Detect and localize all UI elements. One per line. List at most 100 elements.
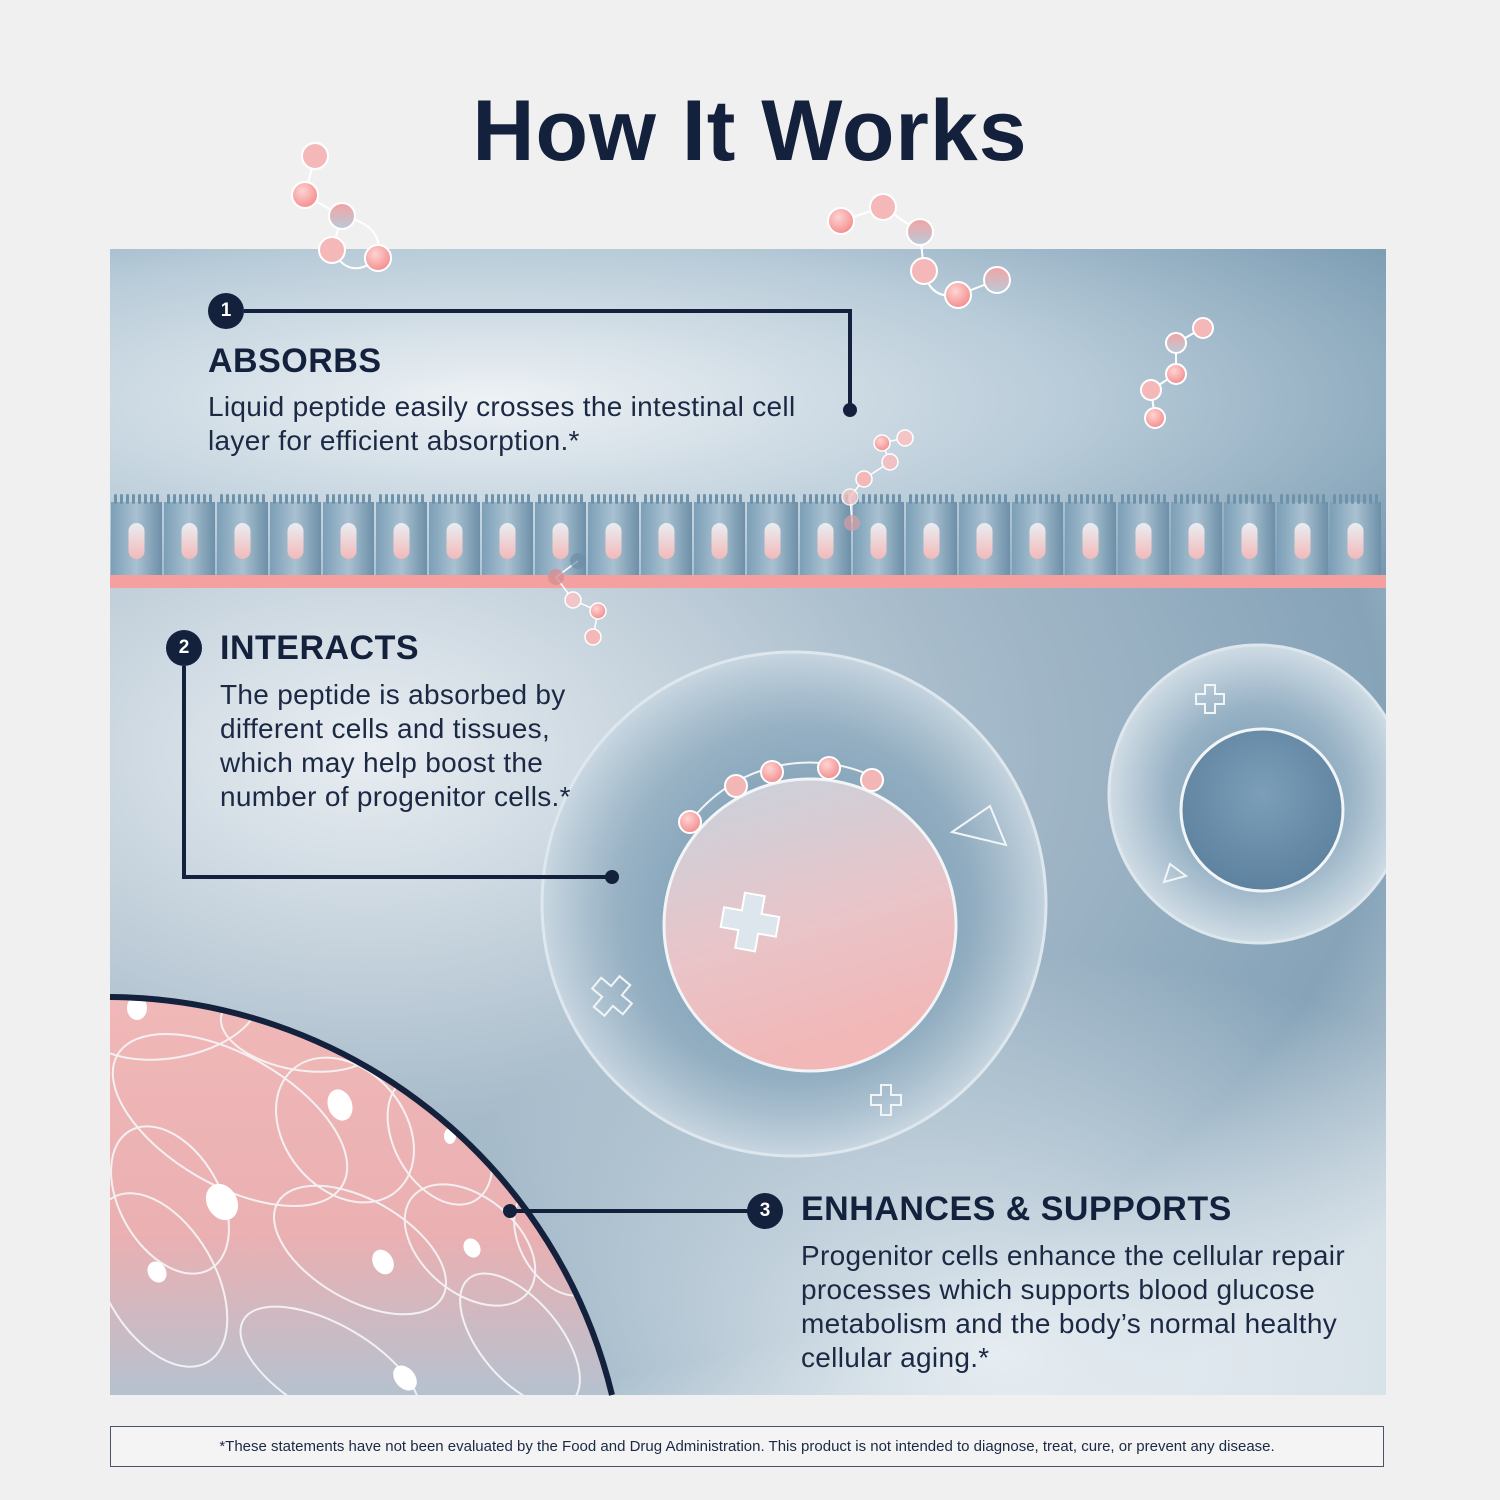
microvillus xyxy=(1039,494,1042,504)
microvillus xyxy=(915,494,918,504)
microvillus xyxy=(650,494,653,504)
microvillus xyxy=(933,494,936,504)
step-3-heading: ENHANCES & SUPPORTS xyxy=(801,1190,1232,1228)
microvillus xyxy=(809,494,812,504)
microvillus xyxy=(315,494,318,504)
microvillus xyxy=(1233,494,1236,504)
microvillus xyxy=(250,494,253,504)
microvillus xyxy=(1322,494,1325,504)
microvillus xyxy=(1068,494,1071,504)
cell-nucleus xyxy=(499,523,516,559)
microvillus xyxy=(350,494,353,504)
microvillus xyxy=(238,494,241,504)
microvillus xyxy=(421,494,424,504)
step-1-description: Liquid peptide easily crosses the intest… xyxy=(208,391,796,456)
microvillus xyxy=(1204,494,1207,504)
microvillus xyxy=(662,494,665,504)
microvillus xyxy=(780,494,783,504)
microvillus xyxy=(167,494,170,504)
microvillus xyxy=(1245,494,1248,504)
microvillus xyxy=(821,494,824,504)
microvillus xyxy=(138,494,141,504)
microvillus xyxy=(114,494,117,504)
microvillus xyxy=(1310,494,1313,504)
cell-nucleus xyxy=(976,523,993,559)
microvillus xyxy=(509,494,512,504)
microvillus xyxy=(927,494,930,504)
microvillus xyxy=(285,494,288,504)
microvillus xyxy=(185,494,188,504)
microvillus xyxy=(544,494,547,504)
microvillus xyxy=(344,494,347,504)
microvillus xyxy=(297,494,300,504)
microvillus xyxy=(550,494,553,504)
microvillus xyxy=(1251,494,1254,504)
microvillus xyxy=(756,494,759,504)
cell-nucleus xyxy=(128,523,145,559)
microvillus xyxy=(1263,494,1266,504)
microvillus xyxy=(1298,494,1301,504)
cell-nucleus xyxy=(1188,523,1205,559)
step-2-number-badge: 2 xyxy=(166,630,202,666)
microvillus xyxy=(291,494,294,504)
microvillus xyxy=(1021,494,1024,504)
peptide-chains xyxy=(291,142,1214,646)
microvillus xyxy=(1339,494,1342,504)
intestinal-cell-layer xyxy=(111,494,1381,575)
microvillus xyxy=(156,494,159,504)
microvillus xyxy=(591,494,594,504)
microvillus xyxy=(815,494,818,504)
microvillus xyxy=(1074,494,1077,504)
step-3-description: Progenitor cells enhance the cellular re… xyxy=(801,1240,1345,1373)
microvillus xyxy=(474,494,477,504)
microvillus xyxy=(562,494,565,504)
microvillus xyxy=(721,494,724,504)
cell-nucleus xyxy=(1294,523,1311,559)
microvillus xyxy=(450,494,453,504)
microvillus xyxy=(974,494,977,504)
microvillus xyxy=(1357,494,1360,504)
microvillus xyxy=(1004,494,1007,504)
microvillus xyxy=(827,494,830,504)
microvillus xyxy=(1057,494,1060,504)
microvillus xyxy=(1092,494,1095,504)
cell-nucleus xyxy=(817,523,834,559)
microvillus xyxy=(232,494,235,504)
microvillus xyxy=(703,494,706,504)
microvillus xyxy=(332,494,335,504)
microvillus xyxy=(256,494,259,504)
microvillus xyxy=(1151,494,1154,504)
microvillus xyxy=(1351,494,1354,504)
microvillus xyxy=(468,494,471,504)
microvillus xyxy=(680,494,683,504)
microvillus xyxy=(939,494,942,504)
microvillus xyxy=(1145,494,1148,504)
microvillus xyxy=(733,494,736,504)
connector-dot-1 xyxy=(843,403,857,417)
microvillus xyxy=(338,494,341,504)
microvillus xyxy=(309,494,312,504)
microvillus xyxy=(1269,494,1272,504)
microvillus xyxy=(980,494,983,504)
microvillus xyxy=(1345,494,1348,504)
microvillus xyxy=(415,494,418,504)
microvillus xyxy=(615,494,618,504)
microvillus xyxy=(262,494,265,504)
cell-nucleus xyxy=(764,523,781,559)
microvillus xyxy=(1127,494,1130,504)
microvillus xyxy=(1080,494,1083,504)
microvillus xyxy=(438,494,441,504)
small-cell xyxy=(1107,643,1386,945)
microvillus xyxy=(1198,494,1201,504)
microvillus xyxy=(668,494,671,504)
microvillus xyxy=(715,494,718,504)
cell-nucleus xyxy=(870,523,887,559)
microvillus xyxy=(656,494,659,504)
microvillus xyxy=(992,494,995,504)
microvillus xyxy=(397,494,400,504)
microvillus xyxy=(485,494,488,504)
microvillus xyxy=(1051,494,1054,504)
microvillus xyxy=(1121,494,1124,504)
microvillus xyxy=(126,494,129,504)
cell-nucleus xyxy=(552,523,569,559)
